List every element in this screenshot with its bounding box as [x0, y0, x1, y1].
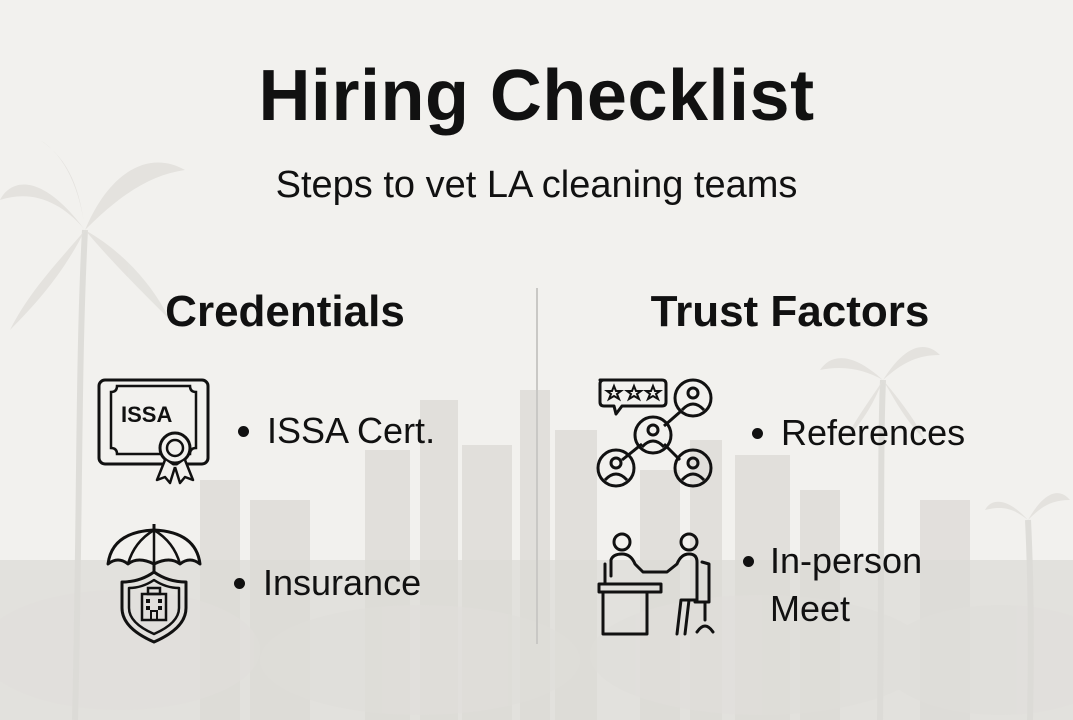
item-label: Insurance	[263, 562, 422, 603]
column-divider	[536, 288, 538, 644]
list-item-references: References	[596, 376, 965, 490]
item-label: ISSA Cert.	[267, 410, 436, 451]
item-label-line2: Meet	[770, 588, 851, 629]
trust-factors-heading: Trust Factors	[650, 287, 930, 336]
item-label: References	[781, 412, 966, 453]
list-item-insurance: Insurance	[104, 522, 421, 644]
page-subtitle: Steps to vet LA cleaning teams	[275, 164, 798, 206]
bullet-icon	[234, 577, 245, 589]
certificate-icon: ISSA	[97, 378, 210, 485]
list-item-in-person-meet: In-person Meet	[597, 532, 922, 638]
svg-text:ISSA: ISSA	[121, 402, 172, 427]
list-item-issa-cert: ISSA ISSA Cert.	[97, 376, 435, 486]
item-label: In-person Meet	[770, 537, 922, 633]
interview-meeting-icon	[597, 532, 715, 636]
bullet-icon	[743, 555, 754, 567]
item-label-line1: In-person	[770, 540, 923, 581]
bullet-icon	[752, 427, 763, 439]
credentials-heading: Credentials	[165, 287, 405, 336]
insurance-umbrella-shield-icon	[106, 524, 202, 644]
bullet-icon	[238, 425, 249, 437]
references-network-icon	[596, 378, 713, 488]
page-title: Hiring Checklist	[258, 56, 815, 136]
